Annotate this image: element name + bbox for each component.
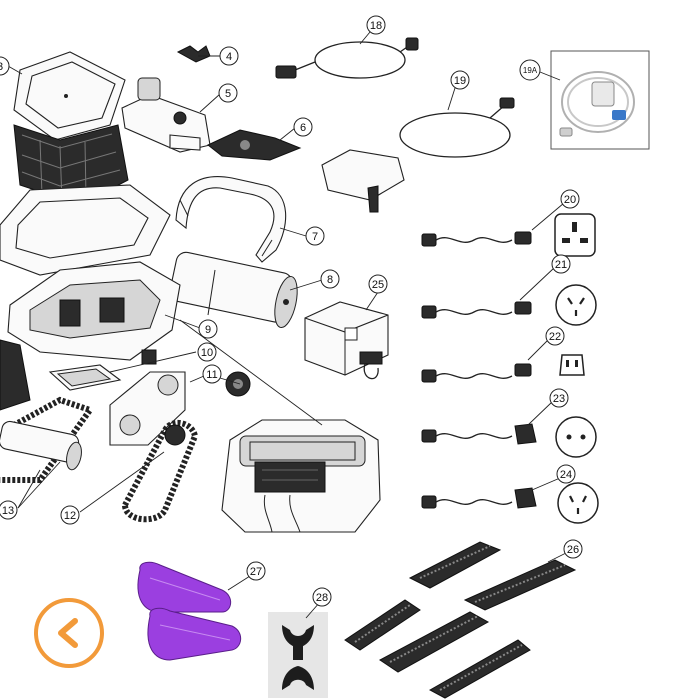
part-8-roller xyxy=(169,251,298,329)
callout-3: 3 xyxy=(0,56,10,76)
callout-21: 21 xyxy=(551,254,571,274)
leader-lines xyxy=(7,31,567,619)
svg-text:8: 8 xyxy=(327,274,333,286)
svg-text:10: 10 xyxy=(201,347,213,359)
callout-4: 4 xyxy=(219,46,239,66)
svg-text:9: 9 xyxy=(205,324,211,336)
svg-text:4: 4 xyxy=(226,51,232,63)
part-9-chassis xyxy=(7,261,181,365)
svg-text:12: 12 xyxy=(64,510,76,522)
top-shell xyxy=(0,184,171,276)
part-13-brush-track xyxy=(0,339,95,483)
callout-12: 12 xyxy=(60,505,80,525)
robot-bottom-view xyxy=(221,419,381,533)
callout-25: 25 xyxy=(368,274,388,294)
part-21-cord-au xyxy=(421,284,597,326)
callout-24: 24 xyxy=(556,464,576,484)
part-11-side-plate xyxy=(109,371,251,446)
chevron-left-icon xyxy=(58,618,78,648)
callout-5: 5 xyxy=(218,83,238,103)
part-19a-inset xyxy=(550,50,650,150)
svg-text:26: 26 xyxy=(567,544,579,556)
filter-basket xyxy=(13,124,129,206)
part-7-handle xyxy=(175,176,287,263)
callout-11: 11 xyxy=(202,364,222,384)
callout-18: 18 xyxy=(366,15,386,35)
svg-text:6: 6 xyxy=(300,122,306,134)
svg-text:27: 27 xyxy=(250,566,262,578)
part-3-lid xyxy=(13,51,126,141)
part-4-clip xyxy=(176,45,211,63)
svg-text:11: 11 xyxy=(206,369,217,381)
svg-text:23: 23 xyxy=(553,393,565,405)
svg-text:25: 25 xyxy=(372,279,384,291)
svg-text:13: 13 xyxy=(2,505,14,517)
svg-text:7: 7 xyxy=(312,231,318,243)
callout-27: 27 xyxy=(246,561,266,581)
part-23-cord-eu xyxy=(421,416,597,458)
callout-28: 28 xyxy=(312,587,332,607)
callout-22: 22 xyxy=(545,326,565,346)
svg-text:24: 24 xyxy=(560,469,572,481)
part-22-cord-us xyxy=(421,354,585,383)
callout-8: 8 xyxy=(320,269,340,289)
callout-6: 6 xyxy=(293,117,313,137)
callout-9: 9 xyxy=(198,319,218,339)
part-26-brushes xyxy=(344,541,577,699)
callout-7: 7 xyxy=(305,226,325,246)
callout-26: 26 xyxy=(563,539,583,559)
part-27-foam-filters xyxy=(137,561,242,661)
part-28-swivel-clip xyxy=(268,612,328,698)
part-5-pump-housing xyxy=(121,77,211,153)
svg-text:28: 28 xyxy=(316,592,328,604)
part-6-bracket xyxy=(207,129,302,161)
part-24-cord-cn xyxy=(421,482,599,524)
back-button[interactable] xyxy=(34,598,104,668)
part-19-cable-box xyxy=(321,97,515,213)
svg-text:3: 3 xyxy=(0,61,3,73)
callout-19a: 19A xyxy=(519,59,541,81)
svg-text:18: 18 xyxy=(370,20,382,32)
svg-text:22: 22 xyxy=(549,331,561,343)
callout-13: 13 xyxy=(0,500,18,520)
part-25-power-supply xyxy=(304,301,389,380)
svg-text:20: 20 xyxy=(564,194,576,206)
callout-10: 10 xyxy=(197,342,217,362)
callout-20: 20 xyxy=(560,189,580,209)
svg-text:21: 21 xyxy=(555,259,567,271)
callout-19: 19 xyxy=(450,70,470,90)
part-10-pad xyxy=(48,364,122,391)
callout-23: 23 xyxy=(549,388,569,408)
part-20-cord-uk xyxy=(421,213,596,257)
svg-text:5: 5 xyxy=(225,88,231,100)
svg-text:19: 19 xyxy=(454,75,466,87)
part-18-cable xyxy=(275,37,419,79)
part-12-drive-track xyxy=(121,419,199,523)
svg-text:19A: 19A xyxy=(523,66,538,75)
